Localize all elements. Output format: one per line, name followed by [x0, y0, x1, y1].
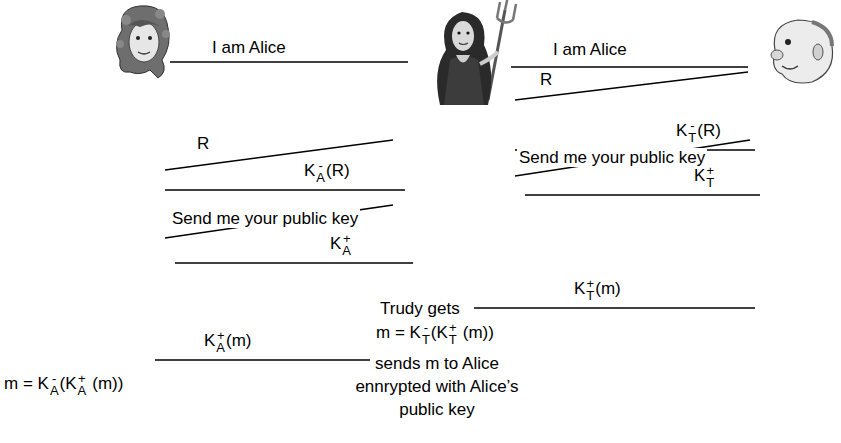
message-text: K [676, 121, 687, 140]
message-text: K [574, 279, 585, 298]
message-text: K [694, 166, 705, 185]
key-owner: T [706, 177, 714, 189]
message-text: (K [431, 323, 448, 342]
message-text: Send me your public key [170, 209, 360, 228]
message-group: Send me your public key [517, 148, 707, 168]
message-group: R [540, 70, 552, 90]
key-sign: - [52, 373, 56, 385]
message-text: (R) [697, 121, 721, 140]
key-owner: A [78, 385, 87, 397]
message-group: I am Alice [212, 38, 286, 58]
key-sign: - [319, 160, 323, 172]
message-group: K-T(R) [676, 120, 721, 144]
message-text: m = K [376, 323, 421, 342]
message-group: K+T(m) [574, 278, 621, 302]
message-text: (m) [226, 331, 251, 350]
alice-figure [116, 6, 170, 78]
message-group: K+A(m) [204, 330, 252, 354]
trudy-figure [437, 0, 516, 105]
key-owner: A [342, 245, 351, 257]
key-sign: + [707, 165, 715, 177]
message-group: K+A [330, 233, 352, 257]
key-owner: T [688, 132, 696, 144]
key-sign: - [424, 322, 428, 334]
message-text: sends m to Alice ennrypted with Alice’s … [355, 354, 518, 419]
key-sign: + [449, 322, 457, 334]
key-indices: +A [78, 373, 87, 397]
key-indices: -T [422, 322, 430, 346]
message-group: R [197, 134, 209, 154]
message-text: Send me your public key [517, 148, 707, 167]
message-group: K-A(R) [304, 160, 350, 184]
message-text: (m)) [463, 323, 494, 342]
message-text: K [204, 331, 215, 350]
key-owner: T [449, 334, 457, 346]
key-owner: T [586, 290, 594, 302]
message-text: (K [60, 374, 77, 393]
message-text: R [540, 70, 552, 89]
message-text: I am Alice [553, 40, 627, 59]
key-owner: A [216, 342, 225, 354]
key-indices: +T [706, 165, 714, 189]
message-text: K [304, 161, 315, 180]
key-indices: +T [586, 278, 594, 302]
message-lines [155, 62, 760, 360]
key-indices: +T [449, 322, 457, 346]
message-group: sends m to Alice ennrypted with Alice’s … [348, 352, 526, 421]
message-text: K [330, 234, 341, 253]
key-indices: -A [316, 160, 325, 184]
message-text: (m)) [92, 374, 123, 393]
key-sign: - [690, 120, 694, 132]
message-group: I am Alice [553, 40, 627, 60]
message-group: m = K-T(K+T(m)) [376, 322, 494, 346]
key-owner: A [316, 172, 325, 184]
message-text: m = K [4, 374, 49, 393]
key-sign: + [78, 373, 86, 385]
key-indices: +A [216, 330, 225, 354]
key-sign: + [343, 233, 351, 245]
message-text: Trudy gets [380, 299, 460, 318]
key-indices: -T [688, 120, 696, 144]
key-owner: T [422, 334, 430, 346]
key-indices: +A [342, 233, 351, 257]
message-text: I am Alice [212, 38, 286, 57]
message-text: R [197, 134, 209, 153]
key-indices: -A [50, 373, 59, 397]
key-sign: + [587, 278, 595, 290]
message-group: m = K-A(K+A(m)) [4, 373, 123, 397]
message-text: (R) [326, 161, 350, 180]
key-sign: + [217, 330, 225, 342]
message-group: K+T [694, 165, 715, 189]
key-owner: A [50, 385, 59, 397]
message-text: (m) [595, 279, 620, 298]
message-group: Send me your public key [170, 209, 360, 229]
bob-figure [771, 20, 833, 83]
message-group: Trudy gets [380, 299, 460, 319]
